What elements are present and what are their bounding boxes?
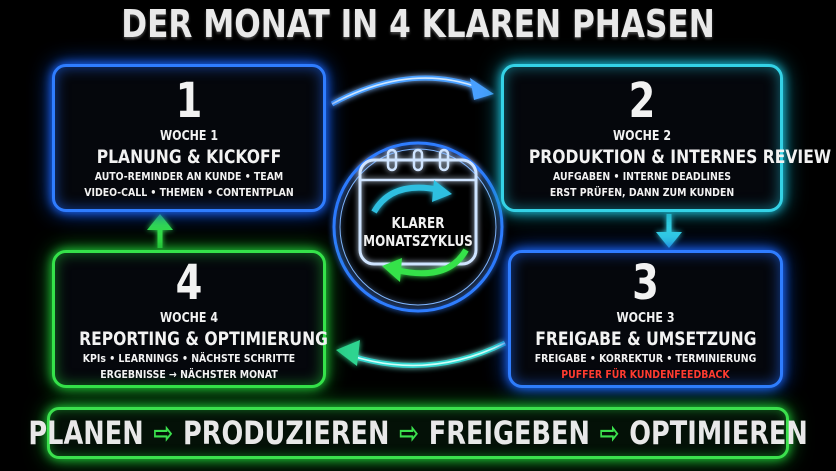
arrow-phase2-to-phase3 <box>656 214 682 248</box>
phase-week: WOCHE 4 <box>159 311 219 326</box>
phase-detail: FREIGABE • KORREKTUR • TERMINIERUNG <box>534 352 757 365</box>
arrow-right-icon: ⇨ <box>599 415 620 451</box>
phase-name: PLANUNG & KICKOFF <box>96 146 282 168</box>
phase-week: WOCHE 2 <box>612 129 672 144</box>
flow-step: PRODUZIEREN <box>182 414 390 452</box>
page-title: DER MONAT IN 4 KLAREN PHASEN <box>121 2 715 46</box>
phase-detail: AUFGABEN • INTERNE DEADLINES <box>553 170 731 183</box>
arrow-right-icon: ⇨ <box>153 415 174 451</box>
arrow-phase4-to-phase1 <box>147 214 173 248</box>
flow-step: FREIGEBEN <box>428 414 590 452</box>
phase-card-1: 1 WOCHE 1 PLANUNG & KICKOFF AUTO-REMINDE… <box>52 64 326 212</box>
center-label: KLARER MONATSZYKLUS <box>362 214 474 250</box>
process-flow: PLANEN ⇨ PRODUZIEREN ⇨ FREIGEBEN ⇨ OPTIM… <box>28 414 807 452</box>
arrow-right-icon: ⇨ <box>398 415 420 451</box>
phase-name: REPORTING & OPTIMIERUNG <box>79 328 328 350</box>
phase-card-4: 4 WOCHE 4 REPORTING & OPTIMIERUNG KPIs •… <box>52 250 328 388</box>
phase-number: 3 <box>632 255 659 311</box>
phase-name: PRODUKTION & INTERNES REVIEW <box>528 146 832 168</box>
phase-name: FREIGABE & UMSETZUNG <box>535 328 757 350</box>
arrow-phase1-to-phase2 <box>330 75 494 107</box>
phase-number: 4 <box>175 255 203 311</box>
phase-card-3: 3 WOCHE 3 FREIGABE & UMSETZUNG FREIGABE … <box>508 250 783 388</box>
center-label-line2: MONATSZYKLUS <box>363 232 473 250</box>
phase-week: WOCHE 3 <box>616 311 675 326</box>
phase-number: 2 <box>628 73 656 129</box>
arrow-phase3-to-phase4 <box>336 340 507 368</box>
phase-highlight: PUFFER FÜR KUNDENFEEDBACK <box>561 368 730 381</box>
center-label-line1: KLARER <box>391 214 445 232</box>
flow-step: PLANEN <box>28 414 144 452</box>
phase-number: 1 <box>175 73 203 129</box>
phase-detail: VIDEO-CALL • THEMEN • CONTENTPLAN <box>84 186 294 199</box>
phase-detail: KPIs • LEARNINGS • NÄCHSTE SCHRITTE <box>82 352 296 365</box>
phase-detail: ERGEBNISSE → NÄCHSTER MONAT <box>100 368 278 381</box>
calendar-cycle-icon <box>332 141 504 313</box>
phase-detail: AUTO-REMINDER AN KUNDE • TEAM <box>94 170 284 183</box>
phase-card-2: 2 WOCHE 2 PRODUKTION & INTERNES REVIEW A… <box>501 64 832 212</box>
process-flow-bar: PLANEN ⇨ PRODUZIEREN ⇨ FREIGEBEN ⇨ OPTIM… <box>28 407 808 459</box>
phase-week: WOCHE 1 <box>159 129 219 144</box>
flow-step: OPTIMIEREN <box>629 414 808 452</box>
phase-detail: ERST PRÜFEN, DANN ZUM KUNDEN <box>549 186 735 199</box>
